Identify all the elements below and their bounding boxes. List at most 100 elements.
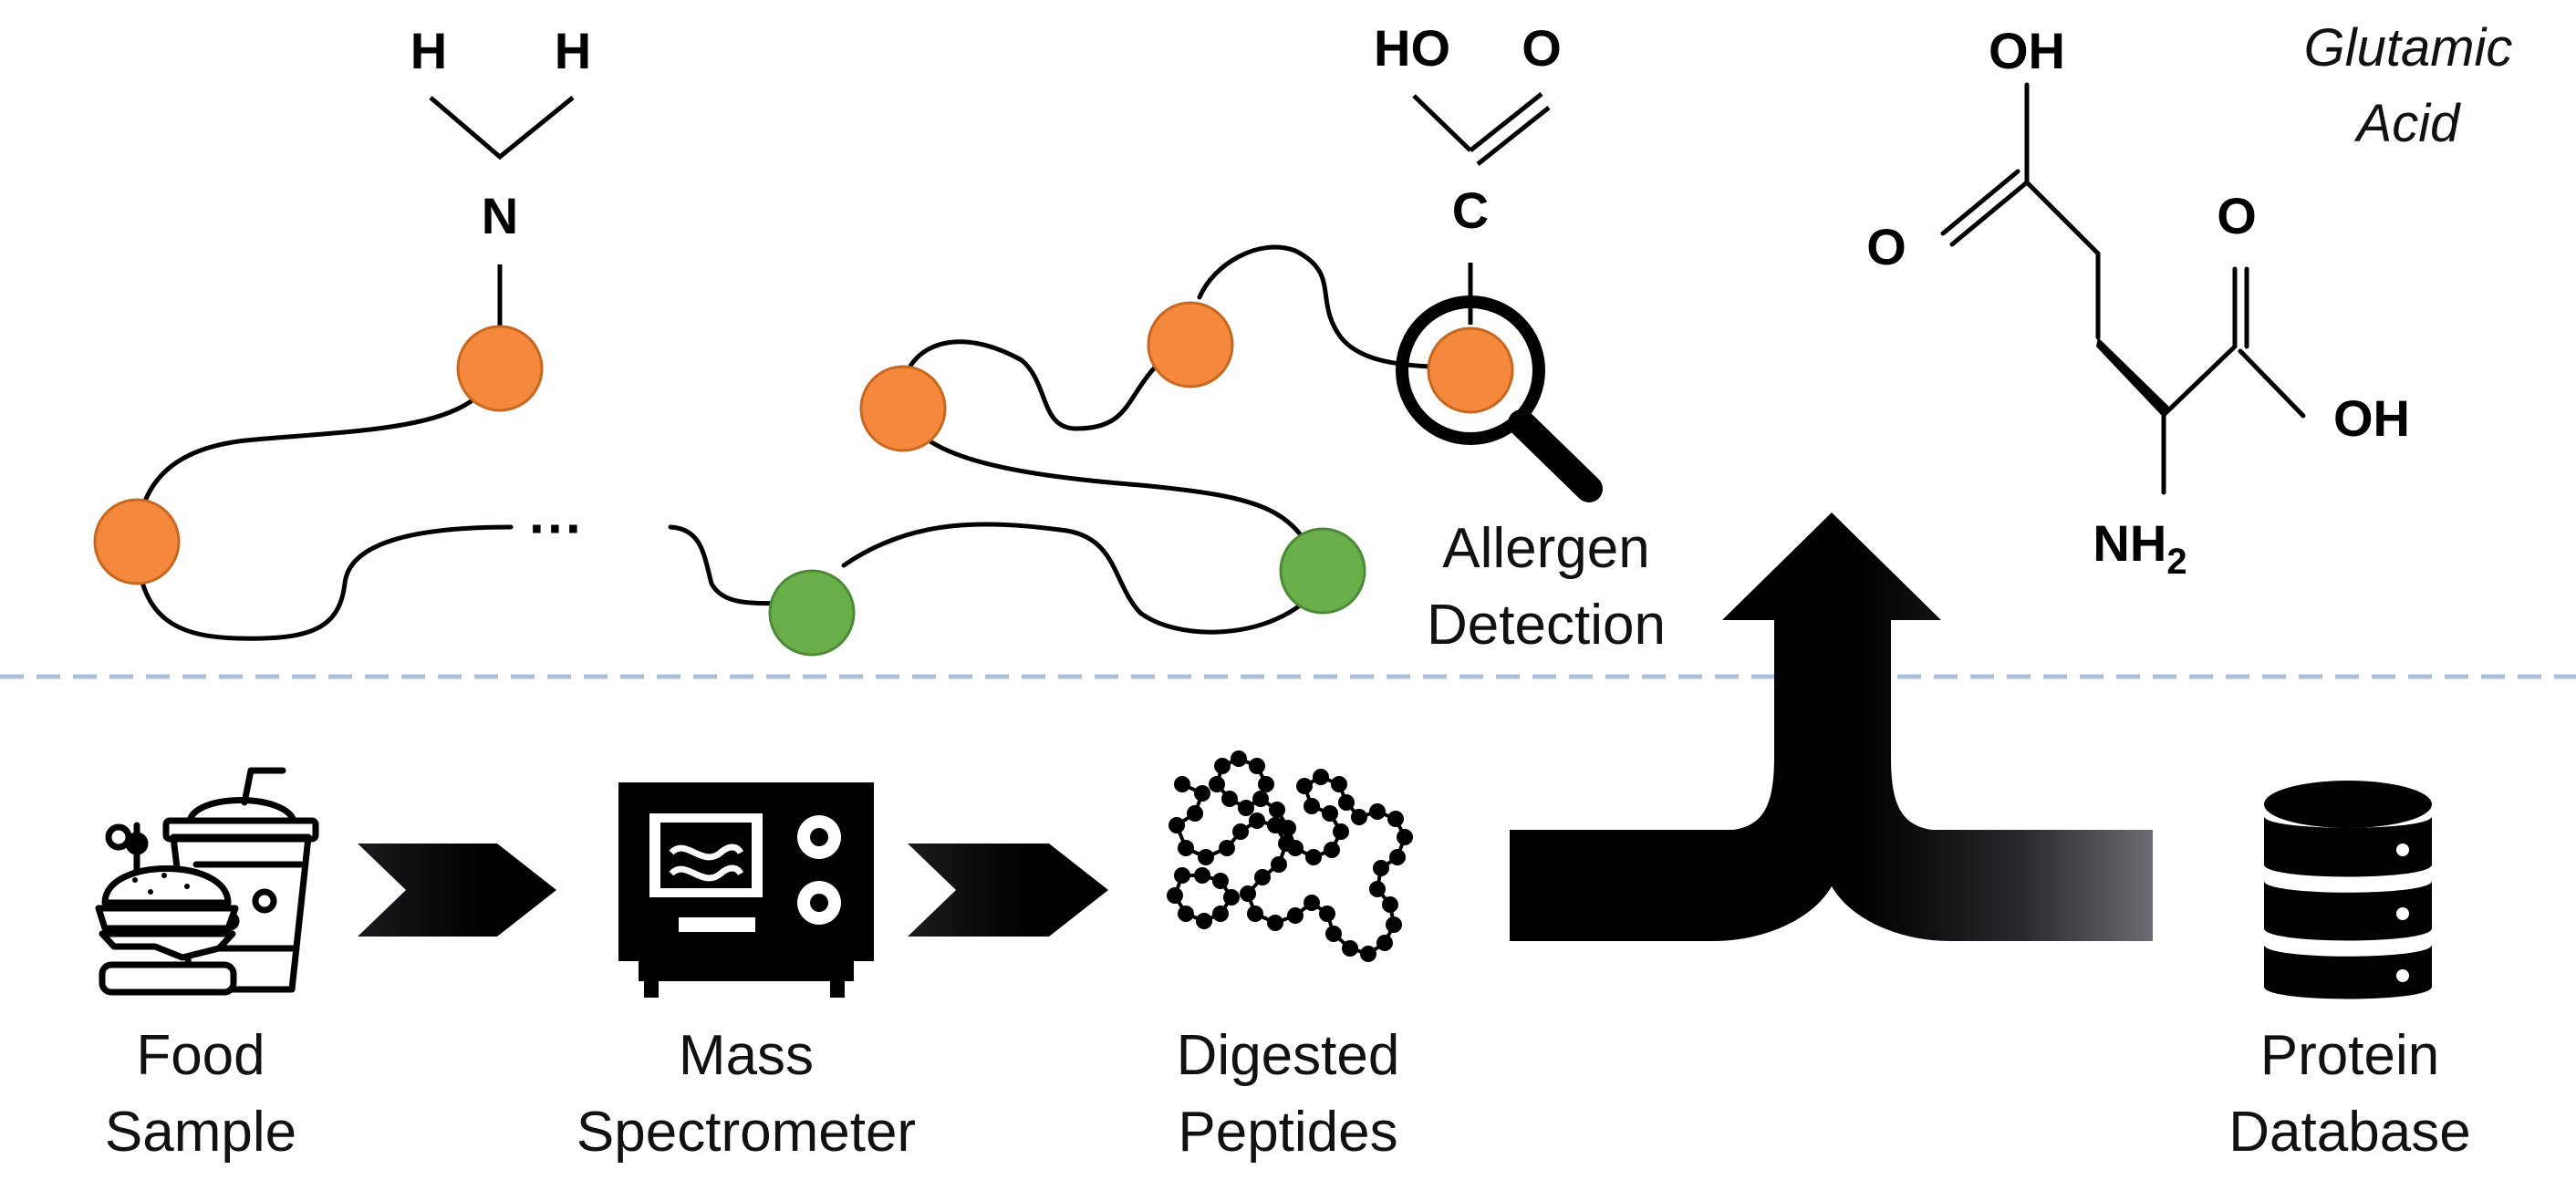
protein-database-label-line1: Protein <box>2260 1024 2439 1087</box>
glutamic-acid-name-line2: Acid <box>2354 94 2462 153</box>
peptide-bead <box>1221 791 1238 807</box>
database-icon <box>2264 781 2432 999</box>
peptide-bead <box>1194 785 1210 802</box>
mass-spectrometer-label-line2: Spectrometer <box>576 1101 916 1164</box>
burger-soda-icon <box>95 767 319 996</box>
peptide-bead <box>1178 840 1194 856</box>
acidic-residue <box>1427 326 1514 414</box>
glutamic-acid-name-line1: Glutamic <box>2304 18 2513 78</box>
peptide-bead <box>1324 842 1340 858</box>
peptide-bead <box>1376 935 1393 951</box>
peptide-bead <box>1296 778 1313 794</box>
peptide-bead <box>1252 791 1269 807</box>
magnifier-icon <box>1396 295 1603 502</box>
acidic-residue <box>93 498 181 585</box>
mass-spectrometer-icon <box>618 782 874 998</box>
svg-text:O: O <box>2217 187 2257 244</box>
glutamic-acid-atoms: OH O O OH NH2 <box>1866 22 2410 582</box>
peptide-bead <box>1238 800 1254 816</box>
peptide-bead <box>1194 867 1210 884</box>
peptide-bead <box>1338 794 1355 811</box>
peptide-bead <box>1342 940 1358 957</box>
chain-gap-ellipsis: ··· <box>529 498 584 559</box>
allergen-detection-label-line1: Allergen <box>1442 517 1649 580</box>
arrow-right-icon <box>908 844 1108 937</box>
peptide-bead <box>1178 906 1194 922</box>
carboxyl-o: O <box>1522 19 1562 77</box>
food-sample-label-line1: Food <box>136 1024 265 1087</box>
peptide-bead <box>1219 840 1235 856</box>
peptide-bead <box>1254 869 1271 885</box>
carboxyl-ho: HO <box>1374 19 1450 77</box>
peptide-bead <box>1174 776 1190 792</box>
peptide-bead <box>1247 906 1263 922</box>
chain-backbone <box>899 339 1185 431</box>
svg-text:OH: OH <box>1989 22 2065 79</box>
carboxyl-group: HO O C <box>1374 19 1562 325</box>
peptide-chain <box>134 244 1433 641</box>
peptide-bead <box>1267 817 1283 833</box>
arrow-right-icon <box>358 844 556 937</box>
peptide-bead <box>1304 798 1320 814</box>
peptide-bead <box>1231 750 1247 767</box>
peptide-bead <box>1196 913 1212 929</box>
peptide-bead <box>1322 805 1338 822</box>
chain-backbone <box>134 524 514 641</box>
glutamic-acid-structure <box>1940 82 2306 495</box>
peptide-bead <box>1240 885 1256 902</box>
nh-label: NH <box>2093 514 2166 572</box>
mass-spectrometer-label-line1: Mass <box>679 1024 814 1087</box>
acidic-residue <box>456 325 544 412</box>
peptide-bead <box>1258 776 1274 792</box>
peptide-bead <box>1267 915 1283 931</box>
peptide-bead <box>1198 849 1214 865</box>
digested-peptides-label-line2: Peptides <box>1178 1101 1397 1164</box>
amine-h-left: H <box>410 22 447 79</box>
food-sample-label-line2: Sample <box>105 1101 296 1164</box>
peptide-bead <box>1369 881 1386 897</box>
peptide-bead <box>1351 809 1367 825</box>
peptide-bead <box>1304 895 1320 911</box>
carboxyl-c: C <box>1452 181 1489 239</box>
svg-text:NH2: NH2 <box>2093 514 2186 582</box>
residues <box>93 301 1514 657</box>
peptide-bead <box>1174 867 1190 884</box>
acidic-residue <box>1147 301 1234 388</box>
peptide-bead <box>1313 769 1329 785</box>
peptide-bead <box>1280 820 1296 836</box>
peptide-bead <box>1386 916 1402 933</box>
peptide-bead <box>1212 906 1229 922</box>
amine-group: H H N <box>410 22 591 341</box>
peptide-bead <box>1389 849 1406 865</box>
peptide-bead <box>1287 840 1304 856</box>
peptide-bead <box>1333 823 1349 840</box>
chain-backbone <box>841 522 1307 635</box>
nh-subscript: 2 <box>2166 542 2186 582</box>
merge-arrow-icon <box>1510 512 2153 941</box>
peptide-bead <box>1212 873 1229 889</box>
peptide-bead <box>1232 823 1249 840</box>
peptide-bead <box>1187 805 1203 822</box>
peptide-bead <box>1382 896 1398 913</box>
peptide-bead <box>1223 889 1240 906</box>
peptide-bead <box>1369 803 1386 820</box>
peptide-bead <box>1325 926 1342 942</box>
peptide-backbone <box>1174 756 1407 957</box>
peptide-chain-icon <box>1167 750 1413 962</box>
svg-text:O: O <box>1866 218 1906 275</box>
acidic-residue <box>859 365 947 452</box>
peptide-bead <box>1331 776 1347 792</box>
neutral-residue <box>1279 527 1366 615</box>
peptide-bead <box>1287 907 1304 924</box>
svg-text:OH: OH <box>2333 389 2410 447</box>
digested-peptides-label-line1: Digested <box>1177 1024 1400 1087</box>
peptide-bead <box>1249 813 1265 829</box>
amine-h-right: H <box>555 22 591 79</box>
peptide-bead <box>1305 849 1322 865</box>
peptide-bead <box>1319 906 1335 922</box>
protein-database-label-line2: Database <box>2228 1101 2470 1164</box>
chain-backbone <box>1197 244 1433 369</box>
peptide-bead <box>1167 887 1183 904</box>
amine-n: N <box>482 187 518 244</box>
